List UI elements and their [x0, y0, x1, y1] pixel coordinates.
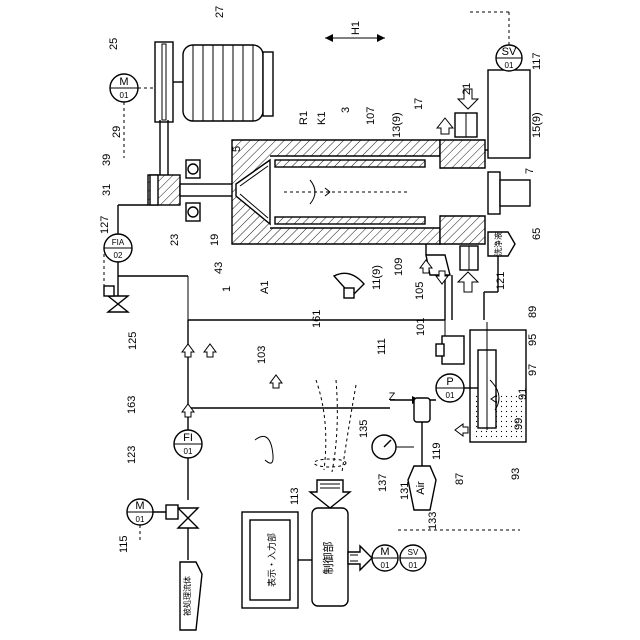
svg-text:163: 163: [126, 396, 138, 414]
svg-text:133: 133: [427, 512, 439, 530]
motor-icon: M 01: [110, 74, 155, 102]
svg-text:制御部: 制御部: [321, 542, 335, 575]
valve-icon: [104, 286, 128, 312]
svg-text:01: 01: [381, 561, 390, 570]
svg-text:121: 121: [495, 272, 507, 290]
svg-text:A1: A1: [259, 281, 271, 294]
svg-text:M: M: [380, 546, 389, 558]
svg-text:17: 17: [413, 98, 425, 110]
fi-01: FI 01: [174, 430, 202, 458]
svg-text:表示・入力部: 表示・入力部: [266, 533, 277, 587]
display-input-unit: 表示・入力部: [242, 512, 312, 608]
svg-text:65: 65: [531, 228, 543, 240]
svg-text:M: M: [135, 500, 144, 512]
svg-text:109: 109: [393, 258, 405, 276]
svg-text:Air: Air: [415, 481, 427, 495]
svg-text:01: 01: [184, 447, 193, 456]
motor-ctrl: M 01: [372, 545, 398, 571]
svg-text:01: 01: [446, 391, 455, 400]
svg-text:1: 1: [221, 286, 233, 292]
svg-text:H1: H1: [350, 21, 362, 35]
lamp-icon: [334, 273, 364, 298]
solenoid-valve-top: SV 01: [488, 45, 530, 158]
control-unit: 制御部: [310, 480, 350, 606]
svg-text:117: 117: [531, 52, 543, 70]
svg-text:89: 89: [527, 306, 539, 318]
svg-text:113: 113: [289, 487, 301, 505]
svg-text:127: 127: [99, 216, 111, 234]
svg-text:99: 99: [513, 418, 525, 430]
drive-65: [500, 180, 530, 206]
svg-text:27: 27: [214, 6, 226, 18]
svg-text:P: P: [446, 376, 453, 388]
svg-text:23: 23: [169, 234, 181, 246]
svg-text:01: 01: [409, 561, 418, 570]
svg-text:25: 25: [108, 38, 120, 50]
svg-text:SV: SV: [502, 46, 517, 58]
svg-text:123: 123: [126, 446, 138, 464]
pulley-25: [155, 42, 173, 122]
svg-text:43: 43: [213, 262, 225, 274]
svg-text:7: 7: [524, 168, 536, 174]
svg-text:137: 137: [377, 474, 389, 492]
svg-text:FIA: FIA: [112, 238, 125, 247]
svg-text:97: 97: [527, 364, 539, 376]
svg-text:93: 93: [510, 468, 522, 480]
svg-text:131: 131: [399, 482, 411, 500]
svg-text:被処理流体: 被処理流体: [182, 576, 192, 616]
fia-02: FIA 02: [104, 234, 132, 262]
solenoid-ctrl: SV 01: [400, 545, 426, 571]
motor-27: [173, 45, 273, 121]
svg-text:101: 101: [415, 318, 427, 336]
svg-text:135: 135: [358, 420, 370, 438]
svg-text:R1: R1: [298, 111, 310, 125]
svg-text:91: 91: [517, 388, 529, 400]
svg-text:105: 105: [414, 282, 426, 300]
svg-text:15(9): 15(9): [531, 112, 543, 138]
motor-valve-115: M 01: [127, 499, 198, 528]
svg-text:13(9): 13(9): [391, 112, 403, 138]
svg-text:39: 39: [101, 154, 113, 166]
svg-text:Z: Z: [389, 391, 396, 403]
svg-text:29: 29: [111, 126, 123, 138]
svg-text:103: 103: [256, 346, 268, 364]
svg-text:5: 5: [231, 146, 243, 152]
svg-text:洗浄液: 洗浄液: [493, 232, 503, 256]
svg-text:111: 111: [376, 338, 388, 355]
svg-text:01: 01: [505, 61, 514, 70]
svg-text:11(9): 11(9): [371, 265, 383, 290]
svg-text:01: 01: [136, 515, 145, 524]
svg-text:K1: K1: [316, 112, 328, 125]
motor-top-num: 01: [120, 91, 129, 100]
direction-h1: H1: [325, 21, 385, 42]
pipe-103: [188, 320, 445, 430]
svg-text:107: 107: [365, 107, 377, 125]
svg-text:125: 125: [127, 332, 139, 350]
svg-text:3: 3: [340, 107, 352, 113]
svg-text:95: 95: [527, 334, 539, 346]
svg-text:FI: FI: [183, 432, 193, 444]
svg-text:02: 02: [114, 251, 123, 260]
svg-text:161: 161: [311, 310, 323, 328]
svg-text:115: 115: [118, 535, 130, 553]
svg-text:19: 19: [209, 234, 221, 246]
gauge-icon: [372, 435, 414, 459]
pump-p01: P 01: [436, 374, 464, 402]
drive-7: [488, 172, 500, 214]
svg-text:21: 21: [461, 83, 473, 95]
inlet-fluid: 被処理流体: [180, 562, 202, 630]
svg-text:87: 87: [454, 473, 466, 485]
svg-text:119: 119: [431, 442, 443, 460]
svg-text:31: 31: [101, 184, 113, 196]
svg-text:SV: SV: [408, 548, 419, 557]
motor-top-tag: M: [119, 76, 128, 88]
